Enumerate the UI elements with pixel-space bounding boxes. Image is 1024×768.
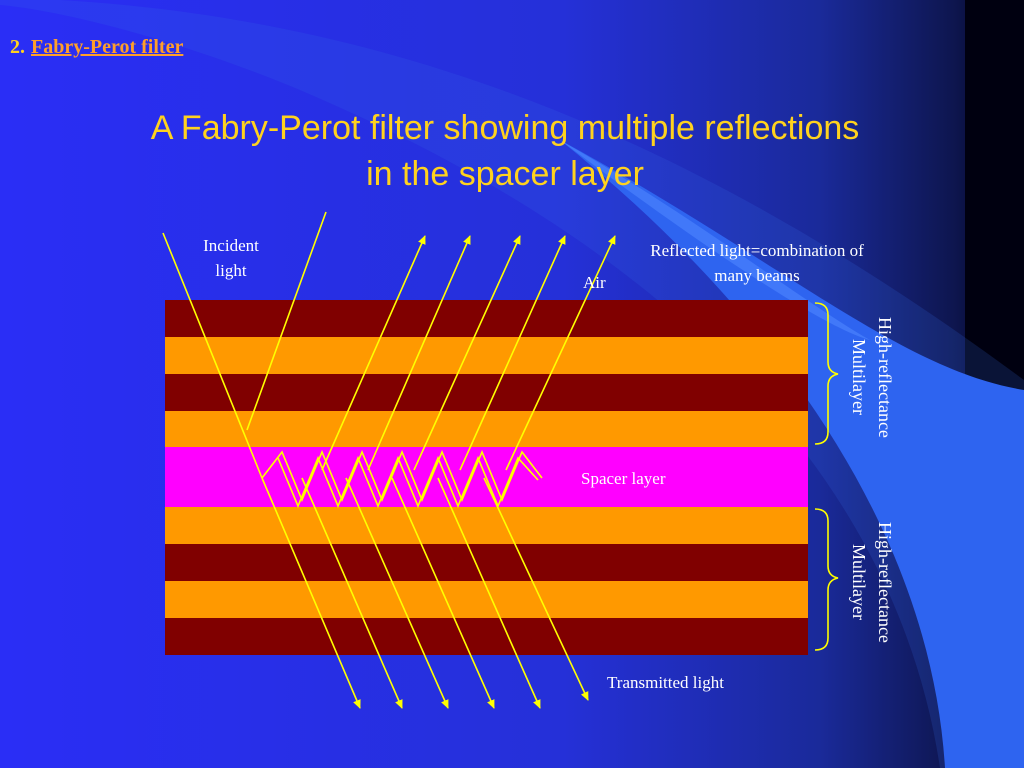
transmitted-beam-6 <box>483 477 589 701</box>
slide-title-line-2: in the spacer layer <box>366 155 644 193</box>
spacer-layer-label: Spacer layer <box>581 469 666 488</box>
lower-layer-2-dark <box>165 544 808 581</box>
transmitted-beam-5 <box>437 477 541 709</box>
lower-multilayer-line-2: Multilayer <box>849 544 869 620</box>
upper-layer-3-dark <box>165 374 808 411</box>
transmitted-light-label: Transmitted light <box>607 673 724 692</box>
reflected-label-line-2: many beams <box>714 266 800 285</box>
slide-title-line-1: A Fabry-Perot filter showing multiple re… <box>150 109 860 147</box>
background-swoosh-blue <box>560 140 1024 768</box>
upper-layer-4-light <box>165 411 808 447</box>
section-number: 2. <box>10 36 25 58</box>
reflected-beam-1 <box>321 235 426 471</box>
swoosh-highlight <box>560 140 870 340</box>
incident-label-line-2: light <box>215 261 247 280</box>
transmitted-beam-3 <box>345 477 449 709</box>
transmitted-beam-1 <box>261 477 361 709</box>
upper-multilayer-line-1: High-reflectance <box>875 316 895 438</box>
transmitted-beam-2 <box>301 477 403 709</box>
reflected-beam-4 <box>459 235 566 471</box>
transmitted-beam-4 <box>391 477 495 709</box>
spacer-multiple-reflections <box>261 449 543 503</box>
upper-multilayer-line-2: Multilayer <box>849 339 869 415</box>
reflected-light-label: Reflected light=combination of many beam… <box>612 238 902 288</box>
reflected-label-line-1: Reflected light=combination of <box>650 241 864 260</box>
upper-boundary-ray <box>246 211 327 431</box>
lower-multilayer-label: High-reflectance Multilayer <box>846 507 898 657</box>
reflected-beam-3 <box>413 235 521 471</box>
air-label: Air <box>583 273 606 292</box>
lower-multilayer-brace <box>814 508 839 651</box>
lower-layer-4-dark <box>165 618 808 655</box>
slide-heading: 2. Fabry-Perot filter <box>10 36 183 59</box>
upper-multilayer-brace <box>814 302 839 445</box>
reflected-beam-2 <box>367 235 471 471</box>
upper-layer-2-light <box>165 337 808 374</box>
section-link[interactable]: Fabry-Perot filter <box>31 36 184 58</box>
spacer-multiple-reflections-2 <box>277 455 539 509</box>
lower-multilayer-line-1: High-reflectance <box>875 521 895 643</box>
incident-label-line-1: Incident <box>203 236 259 255</box>
incident-light-label: Incident light <box>186 233 276 283</box>
upper-layer-1-dark <box>165 300 808 337</box>
upper-multilayer-label: High-reflectance Multilayer <box>846 302 898 452</box>
incident-beam <box>162 232 263 479</box>
reflected-beam-5 <box>505 235 616 471</box>
lower-layer-1-light <box>165 507 808 544</box>
